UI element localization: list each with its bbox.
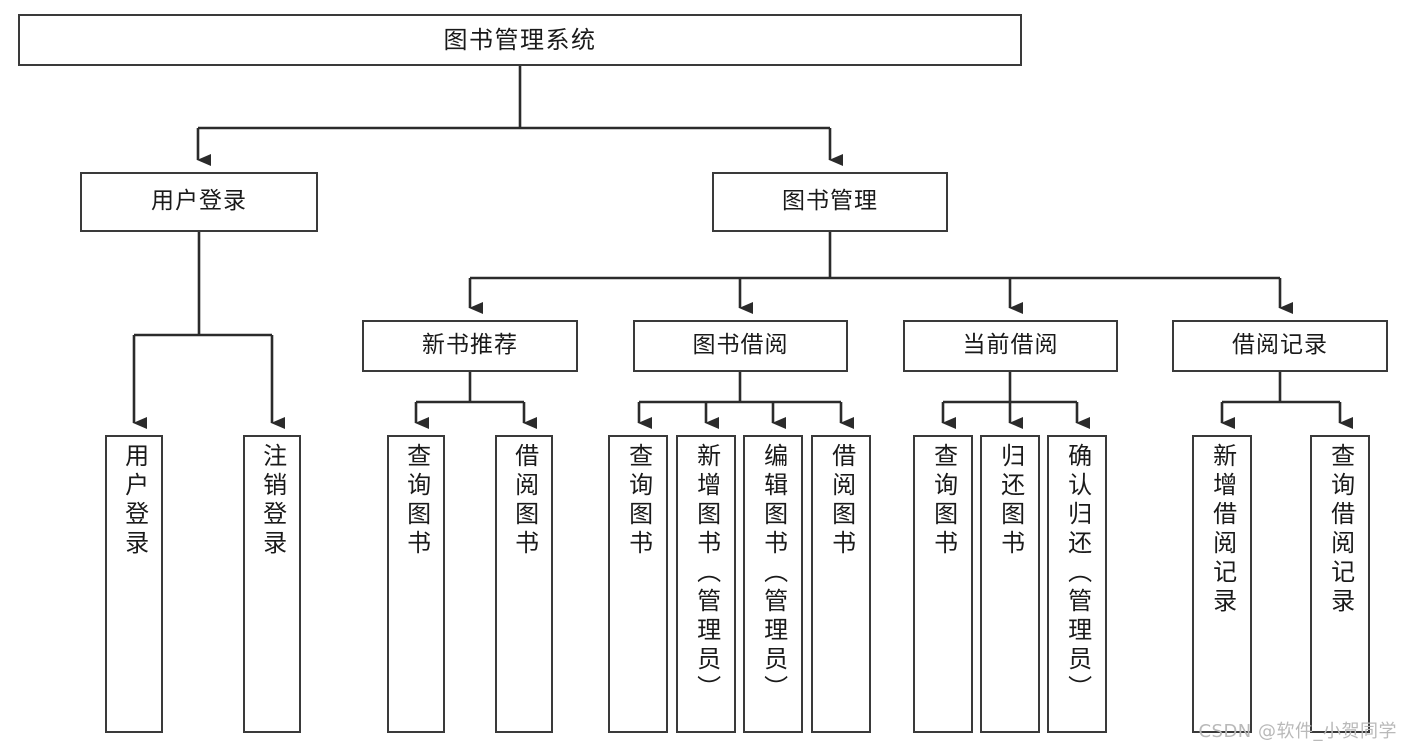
node-leaf-query-book-2-label: 查询图书 bbox=[624, 443, 653, 559]
node-borrow-record[interactable]: 借阅记录 bbox=[1172, 320, 1388, 372]
node-book-management[interactable]: 图书管理 bbox=[712, 172, 948, 232]
node-user-login-label: 用户登录 bbox=[151, 188, 247, 215]
node-leaf-logout-label: 注销登录 bbox=[258, 443, 287, 559]
node-leaf-borrow-book-1[interactable]: 借阅图书 bbox=[495, 435, 553, 733]
node-new-book-recommend[interactable]: 新书推荐 bbox=[362, 320, 578, 372]
node-leaf-add-book-label: 新增图书（管理员） bbox=[692, 443, 721, 704]
node-current-borrow-label: 当前借阅 bbox=[962, 332, 1059, 359]
node-leaf-query-book-1-label: 查询图书 bbox=[402, 443, 431, 559]
node-leaf-query-book-3[interactable]: 查询图书 bbox=[913, 435, 973, 733]
node-leaf-confirm-return[interactable]: 确认归还（管理员） bbox=[1047, 435, 1107, 733]
node-leaf-query-book-1[interactable]: 查询图书 bbox=[387, 435, 445, 733]
node-root-label: 图书管理系统 bbox=[443, 25, 597, 54]
node-book-management-label: 图书管理 bbox=[782, 188, 878, 215]
node-book-borrow-label: 图书借阅 bbox=[692, 332, 789, 359]
node-leaf-return-book[interactable]: 归还图书 bbox=[980, 435, 1040, 733]
node-leaf-add-record[interactable]: 新增借阅记录 bbox=[1192, 435, 1252, 733]
watermark: CSDN @软件_小贺同学 bbox=[1198, 721, 1397, 742]
node-leaf-logout[interactable]: 注销登录 bbox=[243, 435, 301, 733]
node-leaf-query-record[interactable]: 查询借阅记录 bbox=[1310, 435, 1370, 733]
node-leaf-borrow-book-1-label: 借阅图书 bbox=[510, 443, 539, 559]
node-new-book-recommend-label: 新书推荐 bbox=[422, 332, 518, 359]
node-leaf-return-book-label: 归还图书 bbox=[996, 443, 1025, 559]
node-borrow-record-label: 借阅记录 bbox=[1232, 332, 1328, 359]
node-root[interactable]: 图书管理系统 bbox=[18, 14, 1022, 66]
node-leaf-user-login-label: 用户登录 bbox=[120, 443, 149, 559]
node-leaf-query-book-3-label: 查询图书 bbox=[929, 443, 958, 559]
node-book-borrow[interactable]: 图书借阅 bbox=[633, 320, 848, 372]
node-user-login[interactable]: 用户登录 bbox=[80, 172, 318, 232]
node-leaf-query-record-label: 查询借阅记录 bbox=[1326, 443, 1355, 617]
node-leaf-borrow-book-2[interactable]: 借阅图书 bbox=[811, 435, 871, 733]
node-leaf-borrow-book-2-label: 借阅图书 bbox=[827, 443, 856, 559]
node-leaf-confirm-return-label: 确认归还（管理员） bbox=[1063, 443, 1092, 704]
node-leaf-edit-book-label: 编辑图书（管理员） bbox=[759, 443, 788, 704]
node-leaf-query-book-2[interactable]: 查询图书 bbox=[608, 435, 668, 733]
node-leaf-edit-book[interactable]: 编辑图书（管理员） bbox=[743, 435, 803, 733]
node-leaf-add-record-label: 新增借阅记录 bbox=[1208, 443, 1237, 617]
node-current-borrow[interactable]: 当前借阅 bbox=[903, 320, 1118, 372]
node-leaf-user-login[interactable]: 用户登录 bbox=[105, 435, 163, 733]
node-leaf-add-book[interactable]: 新增图书（管理员） bbox=[676, 435, 736, 733]
